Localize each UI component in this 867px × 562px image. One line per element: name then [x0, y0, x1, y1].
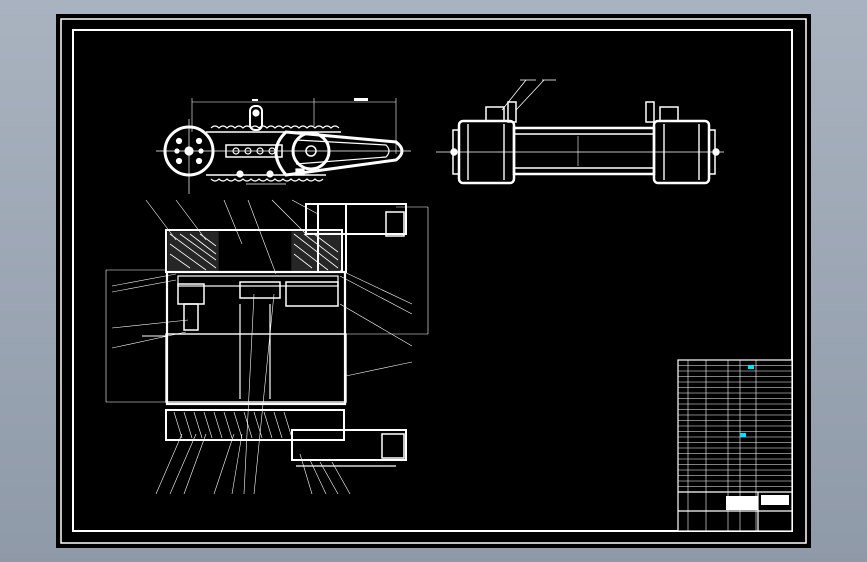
inner-frame: [72, 29, 793, 532]
cyan-mark-1: [748, 365, 754, 369]
top-left-view: [156, 98, 411, 194]
drawing-sheet: [56, 14, 811, 548]
cyan-mark-2: [740, 433, 746, 437]
title-box: [761, 495, 789, 505]
top-right-view: [436, 79, 724, 185]
outer-frame: [60, 18, 807, 544]
parts-list: [678, 360, 792, 531]
title-block: [677, 359, 793, 532]
cad-drawing: [60, 18, 807, 544]
plan-view: [105, 199, 429, 495]
logo-box: [726, 496, 758, 510]
